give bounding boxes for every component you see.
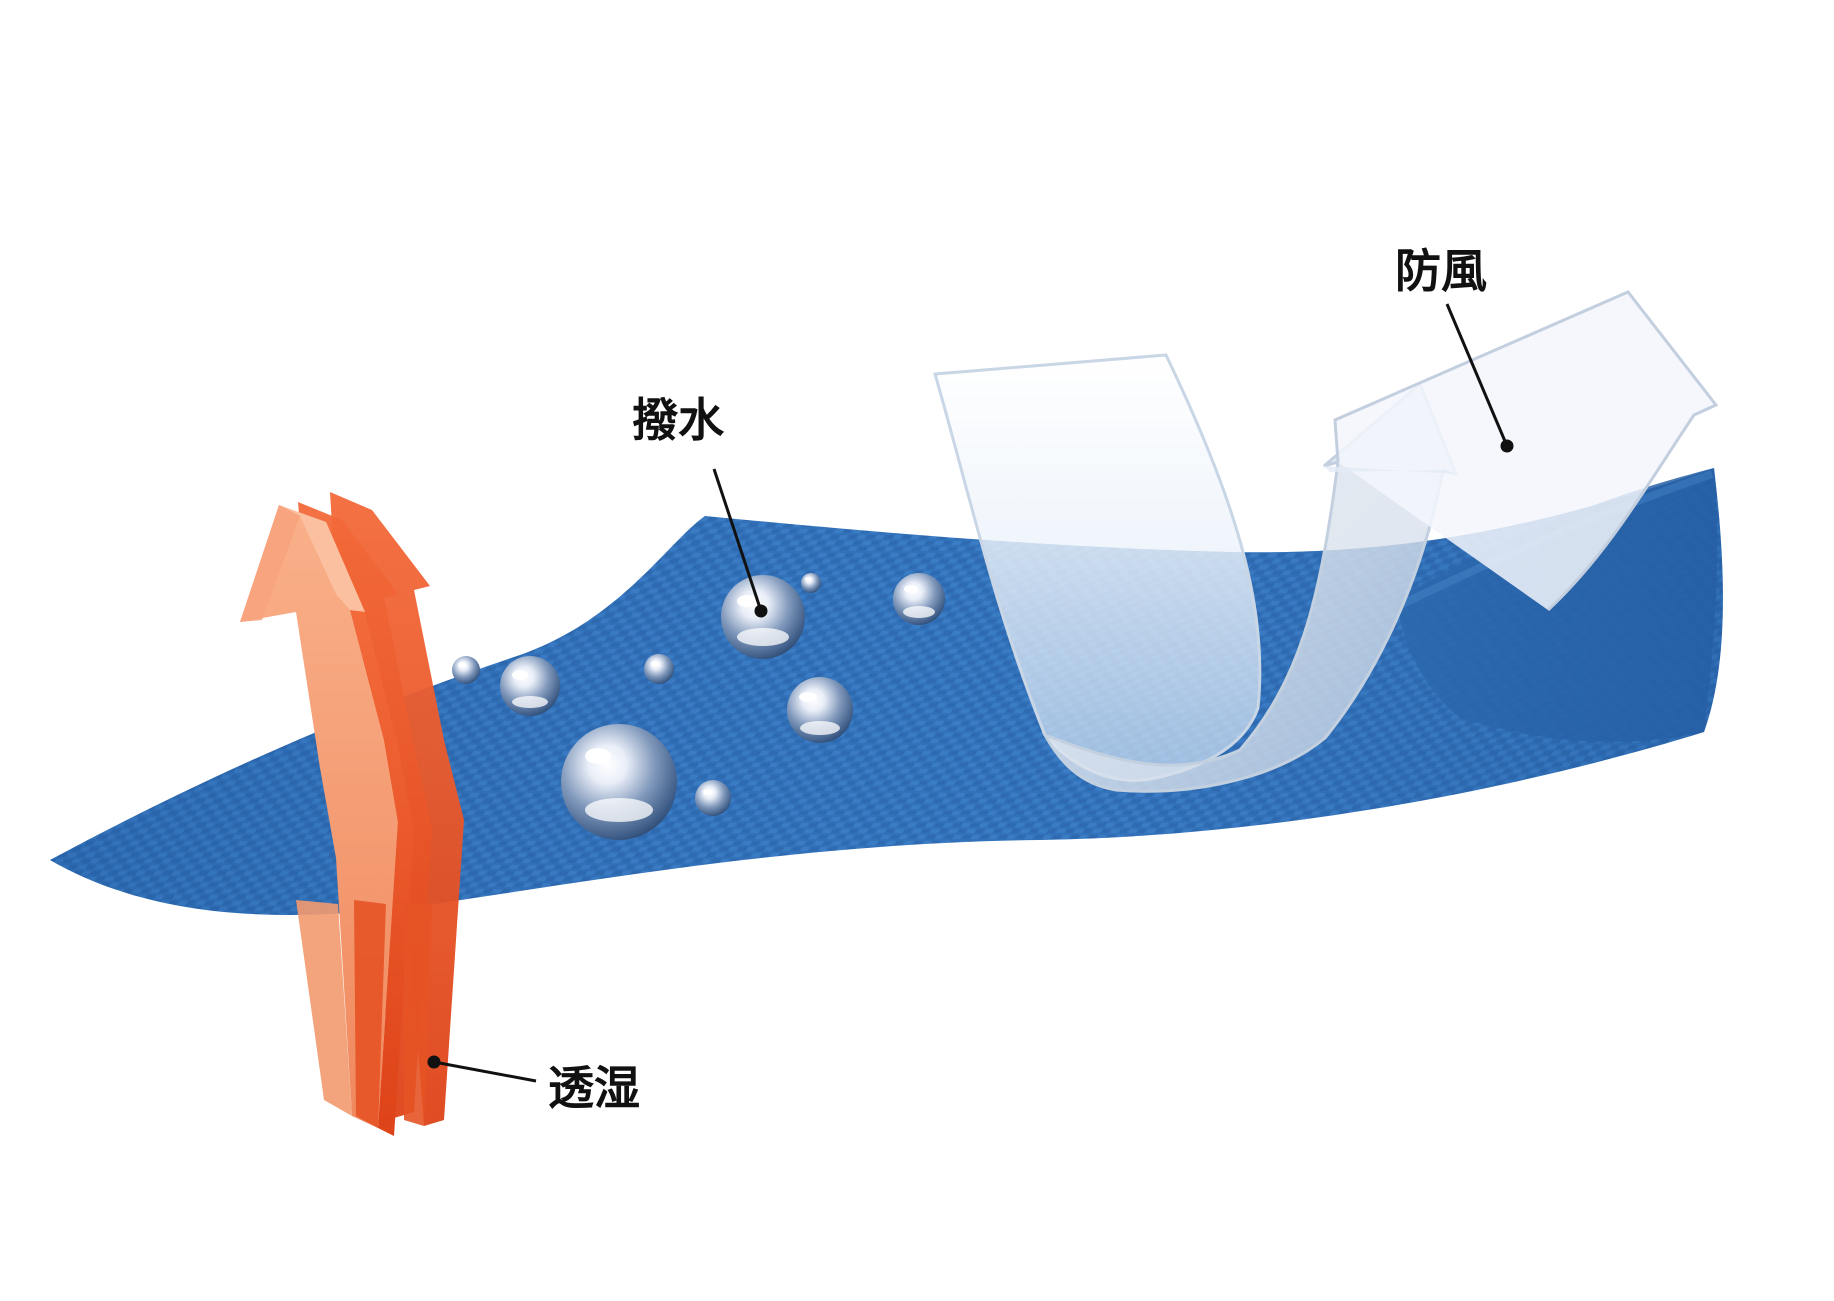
leader-dot-breathable <box>427 1055 441 1069</box>
leader-line-windproof <box>1445 303 1509 447</box>
leader-line-breathable <box>433 1060 537 1083</box>
moisture-arrows <box>240 492 464 1136</box>
label-breathable: 透湿 <box>548 1061 640 1115</box>
droplet <box>561 724 677 840</box>
label-windproof: 防風 <box>1395 244 1487 298</box>
droplet <box>452 656 480 684</box>
leader-dot-windproof <box>1500 439 1514 453</box>
droplet <box>500 656 560 716</box>
label-water-repellent: 撥水 <box>632 393 725 447</box>
droplet <box>787 677 853 743</box>
droplet <box>695 780 731 816</box>
wind-arrow <box>933 290 1719 793</box>
fabric-sheet <box>50 468 1723 915</box>
droplet <box>644 654 674 684</box>
leader-lines <box>427 303 1514 1083</box>
water-droplets <box>452 573 945 840</box>
leader-dot-water-repellent <box>754 604 768 618</box>
droplet <box>893 573 945 625</box>
leader-line-water-repellent <box>712 468 763 612</box>
droplet <box>801 573 821 593</box>
labels: 撥水 防風 透湿 <box>548 244 1487 1115</box>
